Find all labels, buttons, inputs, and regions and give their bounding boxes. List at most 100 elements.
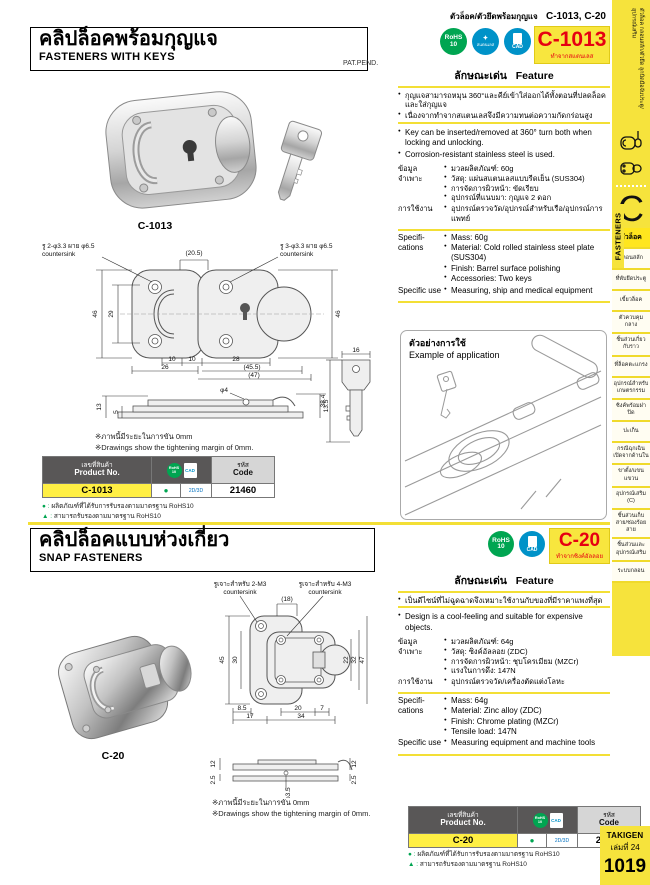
sidebar-item[interactable]: ปะเก็น — [612, 422, 650, 444]
rohs-badge-number: 10 — [497, 543, 505, 550]
rohs-badge: RoHS 10 — [488, 531, 514, 557]
feature-panel-c20: ลักษณะเด่น Feature เป็นดีไซน์ที่ไม่ฉูดฉา… — [398, 575, 610, 758]
dim-label: 34 — [297, 713, 305, 720]
feature-bullets-en: Design is a cool-feeling and suitable fo… — [398, 612, 610, 633]
fastener-with-key-icon — [620, 131, 642, 150]
sidebar-item[interactable]: ตัวควบคุมกลาง — [612, 312, 650, 335]
rohs-mark-cell: ● — [517, 833, 547, 848]
feature-heading: ลักษณะเด่น Feature — [398, 575, 610, 593]
dim-label: 46 — [335, 310, 342, 318]
spec-item: การจัดการผิวหน้า: ขัดเรียบ — [444, 184, 610, 194]
sidebar-item[interactable]: ขาตั้ง/แขนแขวน — [612, 465, 650, 488]
note-en: ※Drawings show the tightening margin of … — [95, 442, 254, 452]
table-legend: ● : ผลิตภัณฑ์ที่ได้รับการรับรองตามมาตรฐา… — [42, 502, 194, 523]
spec-item: Finish: Barrel surface polishing — [444, 264, 610, 274]
sidebar-menu: ตัวล็อค กลอนสลัก ที่พับยึดประตู เขี้ยวล็… — [612, 228, 650, 583]
legend-line: ▲ : สามารถรับรองตามมาตรฐาน RoHS10 — [408, 861, 527, 869]
section2-title-th: คลิปล็อคแบบห่วงเกี่ยว — [39, 529, 230, 551]
feature-heading-th: ลักษณะเด่น — [454, 70, 507, 82]
dim-label: 8.5 — [237, 705, 246, 712]
sidebar-item[interactable]: ชิ้นส่วนเกี่ยวกับราว — [612, 334, 650, 357]
legend-line: ● : ผลิตภัณฑ์ที่ได้รับการรับรองตามมาตรฐา… — [42, 503, 194, 510]
document-icon — [513, 33, 522, 44]
cad-badge: CAD — [519, 531, 545, 557]
dim-label: 17 — [246, 713, 254, 720]
feature-bullet: Design is a cool-feeling and suitable fo… — [398, 612, 610, 633]
sidebar-item[interactable]: กรณีฉุกเฉินเปิดจากด้านใน — [612, 443, 650, 466]
use-text-en: Measuring equipment and machine tools — [444, 738, 610, 748]
section2-title-en: SNAP FASTENERS — [39, 551, 143, 564]
drawing-note: ※ภาพนี้มีระยะในการขัน 0mm ※Drawings show… — [212, 798, 370, 819]
stainless-badge: ✦ สแตนเลส — [472, 28, 499, 55]
cad-icon: CAD — [549, 812, 563, 828]
dim-label: 47 — [359, 656, 366, 664]
rohs-badge: RoHS 10 — [440, 28, 467, 55]
c1013-product-photo — [105, 91, 323, 209]
feature-heading-en: Feature — [515, 575, 554, 587]
spec-items-en: Mass: 60g Material: Cold rolled stainles… — [444, 233, 610, 285]
sidebar-category-vertical-text: ตัวล็อค กลอนสลัก/ตัวยึด ลูกบิดมือจับประต… — [630, 8, 644, 109]
model-material: ทำจากสแตนเลส — [550, 54, 594, 60]
use-text-th: อุปกรณ์ตรวจวัด/เครื่องตัดแต่งโลหะ — [444, 677, 610, 687]
sidebar: ตัวล็อค กลอนสลัก/ตัวยึด ลูกบิดมือจับประต… — [612, 0, 650, 656]
rohs-badge-label: RoHS — [492, 536, 510, 544]
stainless-badge-label: สแตนเลส — [476, 42, 495, 48]
use-label-th: การใช้งาน — [398, 677, 433, 687]
table-header-product: เลขที่สินค้า Product No. — [42, 456, 152, 484]
dim-label: 26 — [161, 364, 169, 371]
dim-label: 13.5 — [323, 399, 330, 412]
table-header-code: รหัส Code — [211, 456, 275, 484]
feature-bullet: เป็นดีไซน์ที่ไม่ฉูดฉาดจึงเหมาะใช้งานกับข… — [398, 596, 610, 606]
spec-item: แรงในการดึง: 147N — [444, 666, 610, 676]
cad-badge-label: CAD — [512, 44, 523, 50]
use-text-en: Measuring, ship and medical equipment — [444, 286, 610, 296]
sidebar-item[interactable]: ซิงค์พร้อมฝาปิด — [612, 399, 650, 423]
volume-label: เล่มที่ 24 — [610, 843, 640, 852]
feature-bullets-th: เป็นดีไซน์ที่ไม่ฉูดฉาดจึงเหมาะใช้งานกับข… — [398, 596, 610, 609]
table-row: C-1013 ● 2D/3D 21460 — [42, 483, 275, 498]
cad-icon: CAD — [183, 462, 197, 478]
dim-label: 20 — [294, 705, 302, 712]
spec-block-en: Specifi- cations Mass: 60g Material: Col… — [398, 233, 610, 303]
c1013-top-view-drawing: รู 2-φ3.3 ผาย φ6.5 countersink รู 3-φ3.3… — [42, 243, 342, 381]
dim-label: 30 — [232, 656, 239, 664]
cad-badge: CAD — [504, 28, 531, 55]
legend-line: ▲ : สามารถรับรองตามมาตรฐาน RoHS10 — [42, 513, 161, 521]
rohs-badge-label: RoHS — [444, 34, 463, 41]
sidebar-item[interactable]: เขี้ยวล็อค — [612, 291, 650, 312]
sidebar-item[interactable]: อุปกรณ์สำหรับเกษตรกรรม — [612, 377, 650, 400]
sidebar-item[interactable]: ที่ล็อคตะแกรง — [612, 356, 650, 378]
snap-fastener-icon — [620, 162, 642, 175]
page-number-block: TAKIGEN เล่มที่ 24 1019 — [600, 826, 650, 885]
dim-label: 10 — [188, 356, 196, 363]
table-header-product: เลขที่สินค้า Product No. — [408, 806, 518, 834]
dim-label: 5 — [113, 410, 120, 414]
rohs-badge-number: 10 — [449, 40, 458, 48]
note-th: ※ภาพนี้มีระยะในการขัน 0mm — [212, 798, 310, 807]
section1-title-en: FASTENERS WITH KEYS — [39, 50, 175, 63]
feature-bullets-en: Key can be inserted/removed at 360° turn… — [398, 128, 610, 160]
feature-heading: ลักษณะเด่น Feature — [398, 70, 610, 88]
code-cell: 21460 — [211, 483, 275, 498]
sidebar-item[interactable]: ที่พับยึดประตู — [612, 270, 650, 291]
cad-badge-label: CAD — [526, 546, 538, 553]
hole-label: รูเจาะสำหรับ 2-M3 — [214, 580, 267, 588]
model-material: ทำจากซิงค์อัลลอย — [556, 554, 603, 560]
rohs-mark-cell: ● — [151, 483, 181, 498]
hole-label: รู 3-φ3.3 ผาย φ6.5 — [280, 243, 333, 250]
spec-item: Tensile load: 147N — [444, 727, 610, 737]
sidebar-item[interactable]: ชิ้นส่วนเก็บสาย/ช่องร้อยสาย — [612, 509, 650, 540]
section-divider — [28, 522, 610, 525]
sidebar-item[interactable]: ชิ้นส่วนและอุปกรณ์เสริม — [612, 539, 650, 562]
section1-title-th: คลิปล็อคพร้อมกุญแจ — [39, 28, 218, 50]
dim-label: 28 — [232, 356, 240, 363]
sidebar-item[interactable]: ระบบกลอน — [612, 561, 650, 583]
model-code: C-20 — [558, 530, 601, 551]
breadcrumb-models: C-1013, C-20 — [545, 11, 606, 22]
star-icon: ✦ — [482, 34, 489, 42]
sidebar-item[interactable]: อุปกรณ์เสริม (C) — [612, 487, 650, 510]
note-en: ※Drawings show the tightening margin of … — [212, 808, 371, 818]
